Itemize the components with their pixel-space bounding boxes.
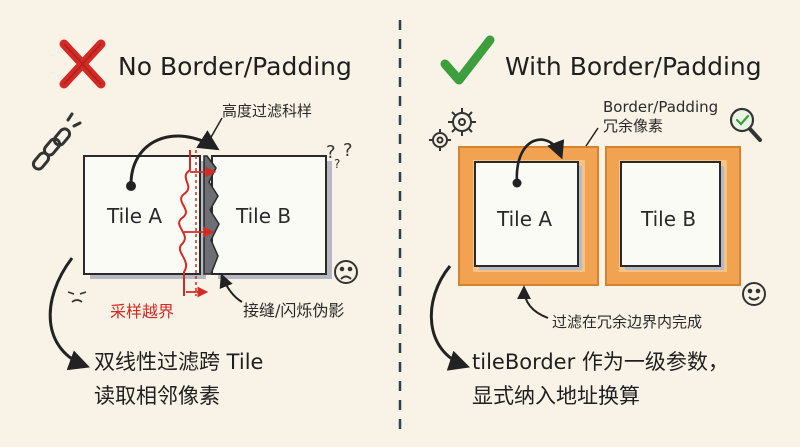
svg-text:?: ? (334, 157, 340, 171)
sample-arrow-r (515, 138, 565, 184)
tile-b-r (620, 161, 721, 267)
label-border-line2: 冗余像素 (603, 117, 664, 135)
left-note-arrow (48, 257, 90, 371)
svg-text:?: ? (343, 140, 353, 161)
label-height-filter: 高度过滤科样 (222, 102, 313, 120)
tile-b-label-r: Tile B (641, 207, 697, 231)
right-note-line1: tileBorder 作为一级参数， (472, 350, 729, 374)
left-title: No Border/Padding (118, 52, 352, 81)
tile-a-r (474, 161, 579, 267)
tile-a-label-r: Tile A (497, 207, 553, 231)
label-pointer (205, 117, 223, 147)
tile-b (211, 155, 327, 275)
magnifier-check-icon (729, 107, 762, 142)
check-icon (440, 35, 495, 85)
worried-face-icon (67, 291, 87, 303)
label-border-line1: Border/Padding (603, 98, 719, 116)
left-note-line2: 读取相邻像素 (94, 384, 220, 408)
tile-a-label: Tile A (107, 204, 163, 228)
smile-face-icon (742, 282, 766, 306)
seam-crack (203, 155, 220, 275)
tile-b-label: Tile B (236, 204, 292, 228)
tile-a (83, 155, 201, 275)
svg-text:?: ? (326, 142, 336, 163)
seam-artifact-arrow (219, 273, 243, 303)
gears-icon (429, 108, 476, 151)
sample-arrow (129, 130, 220, 187)
right-title: With Border/Padding (505, 52, 762, 81)
right-note-line2: 显式纳入地址换算 (472, 384, 640, 408)
border-label-pointer (585, 127, 599, 147)
label-seam-artifact: 接缝/闪烁伪影 (243, 301, 345, 320)
label-filter-inside: 过滤在冗余边界内完成 (552, 313, 703, 331)
left-note-line1: 双线性过滤跨 Tile (94, 350, 264, 374)
frown-face-icon (334, 260, 358, 284)
sampling-squiggle (178, 150, 191, 296)
filter-inside-arrow (517, 285, 549, 319)
broken-chain-icon (31, 112, 82, 171)
cross-icon (59, 39, 106, 89)
right-note-arrow (429, 265, 470, 371)
label-out-of-bounds: 采样越界 (110, 302, 175, 321)
question-marks: ? ? ? (326, 140, 353, 171)
